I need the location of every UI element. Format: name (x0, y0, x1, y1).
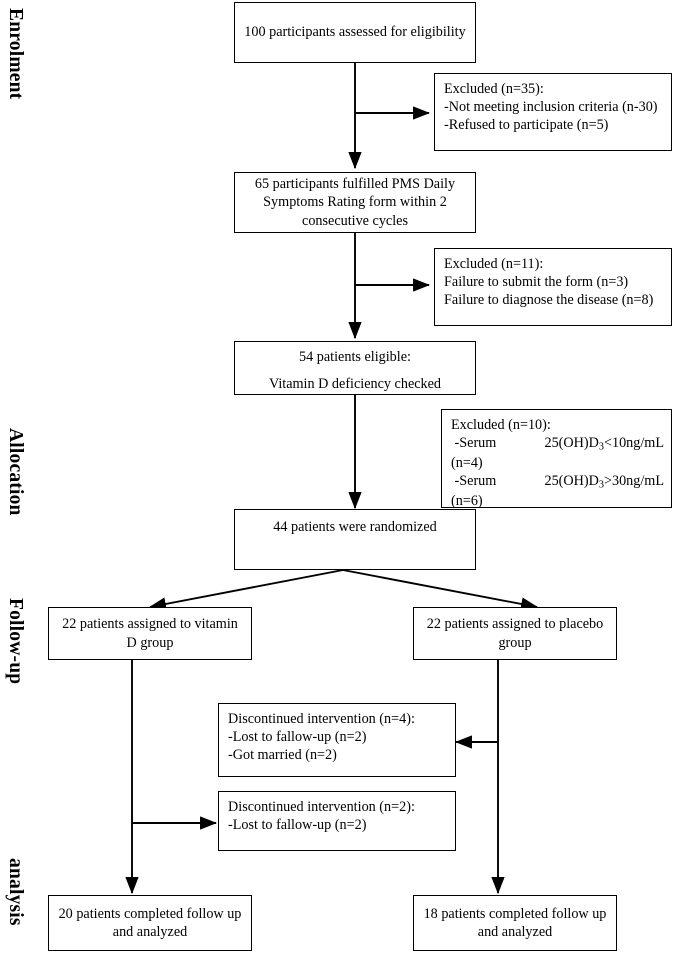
node-fulfilled-pms: 65 participants fulfilled PMS Daily Symp… (234, 172, 476, 233)
node-discontinued-placebo-line3: -Got married (n=2) (228, 747, 337, 764)
node-excluded-1-line1: Excluded (n=35): (444, 81, 544, 97)
node-analyzed-vitamin-d-text: 20 patients completed follow up and anal… (58, 905, 242, 940)
node-excluded-3-serum-a-count: (n=4) (451, 454, 483, 471)
node-discontinued-vitamin-d-line2: -Lost to fallow-up (n=2) (228, 817, 367, 834)
stage-label-followup: Follow-up (5, 598, 26, 685)
node-discontinued-placebo: Discontinued intervention (n=4): -Lost t… (218, 703, 456, 777)
node-excluded-3-serum-b-count: (n=6) (451, 492, 483, 509)
node-excluded-3-serum-b-value: 25(OH)D3>30ng/mL (544, 472, 664, 492)
serum-a-subscript: 3 (598, 441, 604, 453)
node-arm-placebo: 22 patients assigned to placebo group (413, 607, 617, 660)
stage-label-enrolment: Enrolment (5, 8, 26, 100)
node-arm-vitamin-d: 22 patients assigned to vitamin D group (48, 607, 252, 660)
node-excluded-3-serum-a-label: -Serum (451, 435, 497, 452)
node-assessed-for-eligibility: 100 participants assessed for eligibilit… (234, 2, 476, 63)
serum-b-subscript: 3 (598, 479, 604, 491)
node-excluded-3-serum-a: -Serum 25(OH)D3<10ng/mL (451, 434, 664, 454)
connector-randomized-to-left-arm (148, 569, 344, 611)
stage-label-analysis: analysis (5, 858, 26, 926)
serum-b-value-post: >30ng/mL (603, 472, 664, 489)
node-discontinued-vitamin-d-line1: Discontinued intervention (n=2): (228, 799, 415, 815)
node-excluded-1-line3: -Refused to participate (n=5) (444, 117, 609, 134)
node-assessed-text: 100 participants assessed for eligibilit… (244, 24, 466, 41)
node-excluded-3: Excluded (n=10): -Serum 25(OH)D3<10ng/mL… (441, 409, 672, 509)
node-analyzed-placebo-text: 18 patients completed follow up and anal… (423, 905, 607, 940)
node-excluded-2-line1: Excluded (n=11): (444, 256, 544, 272)
serum-b-value-pre: 25(OH)D (544, 472, 599, 489)
stage-label-allocation: Allocation (5, 428, 26, 516)
node-eligible-line1: 54 patients eligible: (299, 349, 411, 365)
node-analyzed-vitamin-d: 20 patients completed follow up and anal… (48, 895, 252, 951)
serum-a-value-post: <10ng/mL (603, 435, 664, 452)
node-excluded-3-serum-b: -Serum 25(OH)D3>30ng/mL (451, 472, 664, 492)
node-excluded-2-line2: Failure to submit the form (n=3) (444, 274, 629, 291)
node-excluded-1-line2: -Not meeting inclusion criteria (n-30) (444, 99, 658, 116)
node-excluded-3-serum-a-value: 25(OH)D3<10ng/mL (544, 434, 664, 454)
connector-randomized-to-right-arm (342, 569, 539, 611)
node-discontinued-vitamin-d: Discontinued intervention (n=2): -Lost t… (218, 791, 456, 851)
node-eligible-line2: Vitamin D deficiency checked (268, 376, 442, 393)
node-randomized: 44 patients were randomized (234, 509, 476, 570)
node-excluded-1: Excluded (n=35): -Not meeting inclusion … (434, 73, 672, 151)
node-excluded-3-line1: Excluded (n=10): (451, 417, 551, 433)
node-fulfilled-text: 65 participants fulfilled PMS Daily Symp… (254, 176, 456, 229)
node-excluded-3-serum-b-label: -Serum (451, 472, 497, 489)
node-arm-vitamin-d-text: 22 patients assigned to vitamin D group (62, 616, 238, 651)
node-arm-placebo-text: 22 patients assigned to placebo group (426, 616, 604, 651)
node-analyzed-placebo: 18 patients completed follow up and anal… (413, 895, 617, 951)
node-randomized-text: 44 patients were randomized (273, 519, 437, 535)
serum-a-value-pre: 25(OH)D (544, 435, 599, 452)
node-discontinued-placebo-line1: Discontinued intervention (n=4): (228, 711, 415, 727)
node-excluded-2: Excluded (n=11): Failure to submit the f… (434, 248, 672, 326)
node-excluded-2-line3: Failure to diagnose the disease (n=8) (444, 292, 654, 309)
node-eligible-vitamin-d: 54 patients eligible: Vitamin D deficien… (234, 341, 476, 395)
node-discontinued-placebo-line2: -Lost to fallow-up (n=2) (228, 729, 367, 746)
